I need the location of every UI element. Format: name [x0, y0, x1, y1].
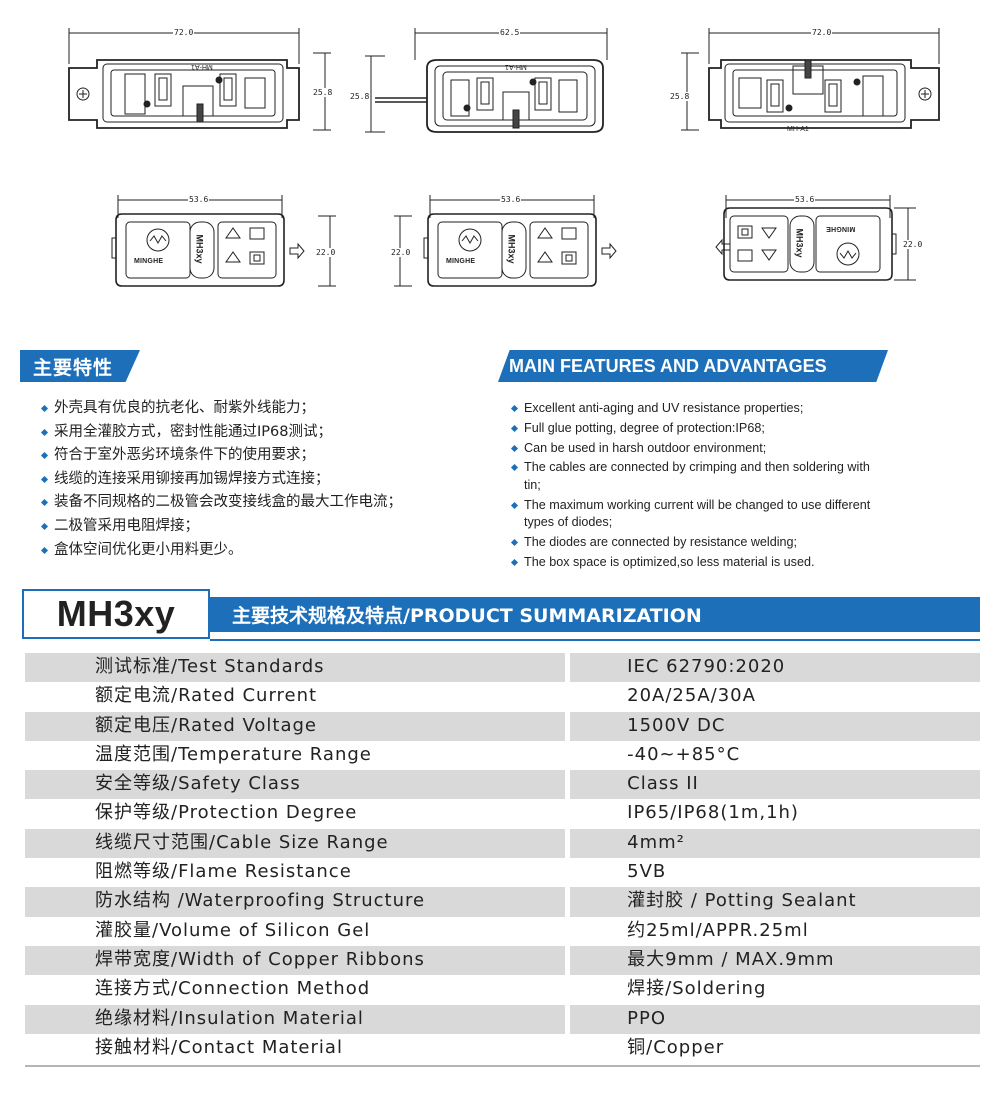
list-item: 二极管采用电阻焊接； — [40, 515, 490, 539]
dim-height: 22.0 — [902, 240, 924, 249]
spec-value: IP65/IP68(1m,1h) — [627, 802, 799, 824]
spec-label: 灌胶量/Volume of Silicon Gel — [95, 919, 371, 941]
table-row: 额定电流/Rated Current 20A/25A/30A — [25, 682, 980, 711]
features-en-header: MAIN FEATURES AND ADVANTAGES — [498, 350, 888, 382]
table-row: 保护等级/Protection Degree IP65/IP68(1m,1h) — [25, 799, 980, 828]
brand-label: MINGHE — [446, 258, 476, 265]
junction-box-center-outline — [365, 28, 608, 133]
spec-label: 线缆尺寸范围/Cable Size Range — [25, 828, 566, 859]
list-item: Can be used in harsh outdoor environment… — [510, 440, 890, 458]
list-item: The box space is optimized,so less mater… — [510, 554, 890, 572]
model-title: MH3xy — [22, 589, 210, 639]
spec-value: 焊接/Soldering — [627, 978, 767, 1000]
dim-width: 53.6 — [500, 195, 522, 204]
list-item: 盒体空间优化更小用料更少。 — [40, 539, 490, 563]
spec-value: 灌封胶 / Potting Sealant — [570, 887, 980, 917]
spec-label: 温度范围/Temperature Range — [95, 743, 372, 765]
spec-label: 安全等级/Safety Class — [25, 770, 566, 800]
banner-underline — [210, 639, 980, 641]
table-row: 阻燃等级/Flame Resistance 5VB — [25, 858, 980, 887]
model-label: MH3xy — [506, 234, 517, 264]
list-item: The maximum working current will be chan… — [510, 497, 890, 532]
model-stamp: MH-A1 — [191, 63, 213, 70]
list-item: 符合于室外恶劣环境条件下的使用要求； — [40, 444, 490, 468]
dim-height: 25.8 — [349, 92, 371, 101]
list-item: 外壳具有优良的抗老化、耐紫外线能力； — [40, 397, 490, 421]
cover-left-outline — [111, 195, 336, 287]
dim-width: 62.5 — [499, 28, 521, 37]
drawing-cover-center: 53.6 22.0 MINGHE MH3xy — [390, 188, 650, 298]
summary-banner: 主要技术规格及特点/PRODUCT SUMMARIZATION — [210, 597, 980, 632]
list-item: Excellent anti-aging and UV resistance p… — [510, 400, 890, 418]
spec-value: PPO — [570, 1004, 980, 1034]
spec-value: 5VB — [627, 861, 667, 883]
spec-label: 接触材料/Contact Material — [95, 1036, 343, 1058]
spec-label: 绝缘材料/Insulation Material — [25, 1004, 566, 1034]
model-label: MH3xy — [794, 228, 805, 258]
junction-box-left-outline — [68, 28, 331, 131]
spec-value: 最大9mm / MAX.9mm — [570, 945, 980, 976]
spec-value: -40~+85°C — [627, 743, 741, 765]
junction-box-right-outline — [681, 28, 940, 131]
spec-value: 20A/25A/30A — [627, 685, 756, 707]
table-row: 灌胶量/Volume of Silicon Gel 约25ml/APPR.25ml — [25, 917, 980, 946]
spec-value: 1500V DC — [570, 711, 980, 741]
dim-width: 53.6 — [794, 195, 816, 204]
spec-label: 焊带宽度/Width of Copper Ribbons — [25, 945, 566, 976]
spec-label: 阻燃等级/Flame Resistance — [95, 861, 352, 883]
model-stamp: MH-A1 — [787, 126, 809, 133]
spec-label: 保护等级/Protection Degree — [95, 802, 358, 824]
brand-label: MINGHE — [134, 258, 164, 265]
dim-width: 53.6 — [188, 195, 210, 204]
model-stamp: MH-A1 — [505, 63, 527, 70]
list-item: Full glue potting, degree of protection:… — [510, 420, 890, 438]
list-item: The diodes are connected by resistance w… — [510, 534, 890, 552]
list-item: The cables are connected by crimping and… — [510, 459, 890, 494]
drawing-junction-box-right: 72.0 25.8 MH-A1 — [669, 20, 975, 145]
features-zh-list: 外壳具有优良的抗老化、耐紫外线能力； 采用全灌胶方式，密封性能通过IP68测试；… — [40, 397, 490, 562]
spec-label: 防水结构 /Waterproofing Structure — [25, 887, 566, 917]
table-bottom-rule — [25, 1065, 980, 1067]
spec-value: 约25ml/APPR.25ml — [627, 919, 809, 941]
drawing-junction-box-center: 62.5 25.8 MH-A1 — [345, 20, 675, 145]
dim-height: 25.8 — [312, 88, 334, 97]
model-label: MH3xy — [194, 234, 205, 264]
dim-width: 72.0 — [173, 28, 195, 37]
table-row: 接触材料/Contact Material 铜/Copper — [25, 1034, 980, 1063]
spec-label: 额定电压/Rated Voltage — [25, 711, 566, 741]
spec-value: 铜/Copper — [627, 1036, 725, 1058]
spec-label: 额定电流/Rated Current — [95, 685, 318, 707]
list-item: 装备不同规格的二极管会改变接线盒的最大工作电流； — [40, 491, 490, 515]
spec-value: IEC 62790:2020 — [570, 653, 980, 683]
spec-value: Class II — [570, 770, 980, 800]
cover-right-outline — [715, 195, 916, 281]
spec-label: 测试标准/Test Standards — [25, 653, 566, 683]
dim-height: 22.0 — [390, 248, 412, 257]
table-row: 连接方式/Connection Method 焊接/Soldering — [25, 975, 980, 1004]
spec-label: 连接方式/Connection Method — [95, 978, 371, 1000]
cover-center-outline — [394, 195, 617, 287]
dim-height: 25.8 — [669, 92, 691, 101]
drawing-cover-right: 53.6 22.0 MINGHE MH3xy — [712, 188, 982, 298]
brand-label: MINGHE — [826, 225, 856, 232]
list-item: 线缆的连接采用铆接再加锡焊接方式连接； — [40, 468, 490, 492]
features-en-list: Excellent anti-aging and UV resistance p… — [510, 400, 890, 574]
drawing-junction-box-left: 72.0 25.8 MH-A1 — [55, 20, 345, 145]
dim-height: 22.0 — [315, 248, 337, 257]
drawing-cover-left: 53.6 22.0 MINGHE MH3xy — [90, 188, 350, 298]
dim-width: 72.0 — [811, 28, 833, 37]
table-row: 温度范围/Temperature Range -40~+85°C — [25, 741, 980, 770]
list-item: 采用全灌胶方式，密封性能通过IP68测试； — [40, 421, 490, 445]
spec-value: 4mm² — [570, 828, 980, 859]
features-zh-header: 主要特性 — [20, 350, 140, 382]
